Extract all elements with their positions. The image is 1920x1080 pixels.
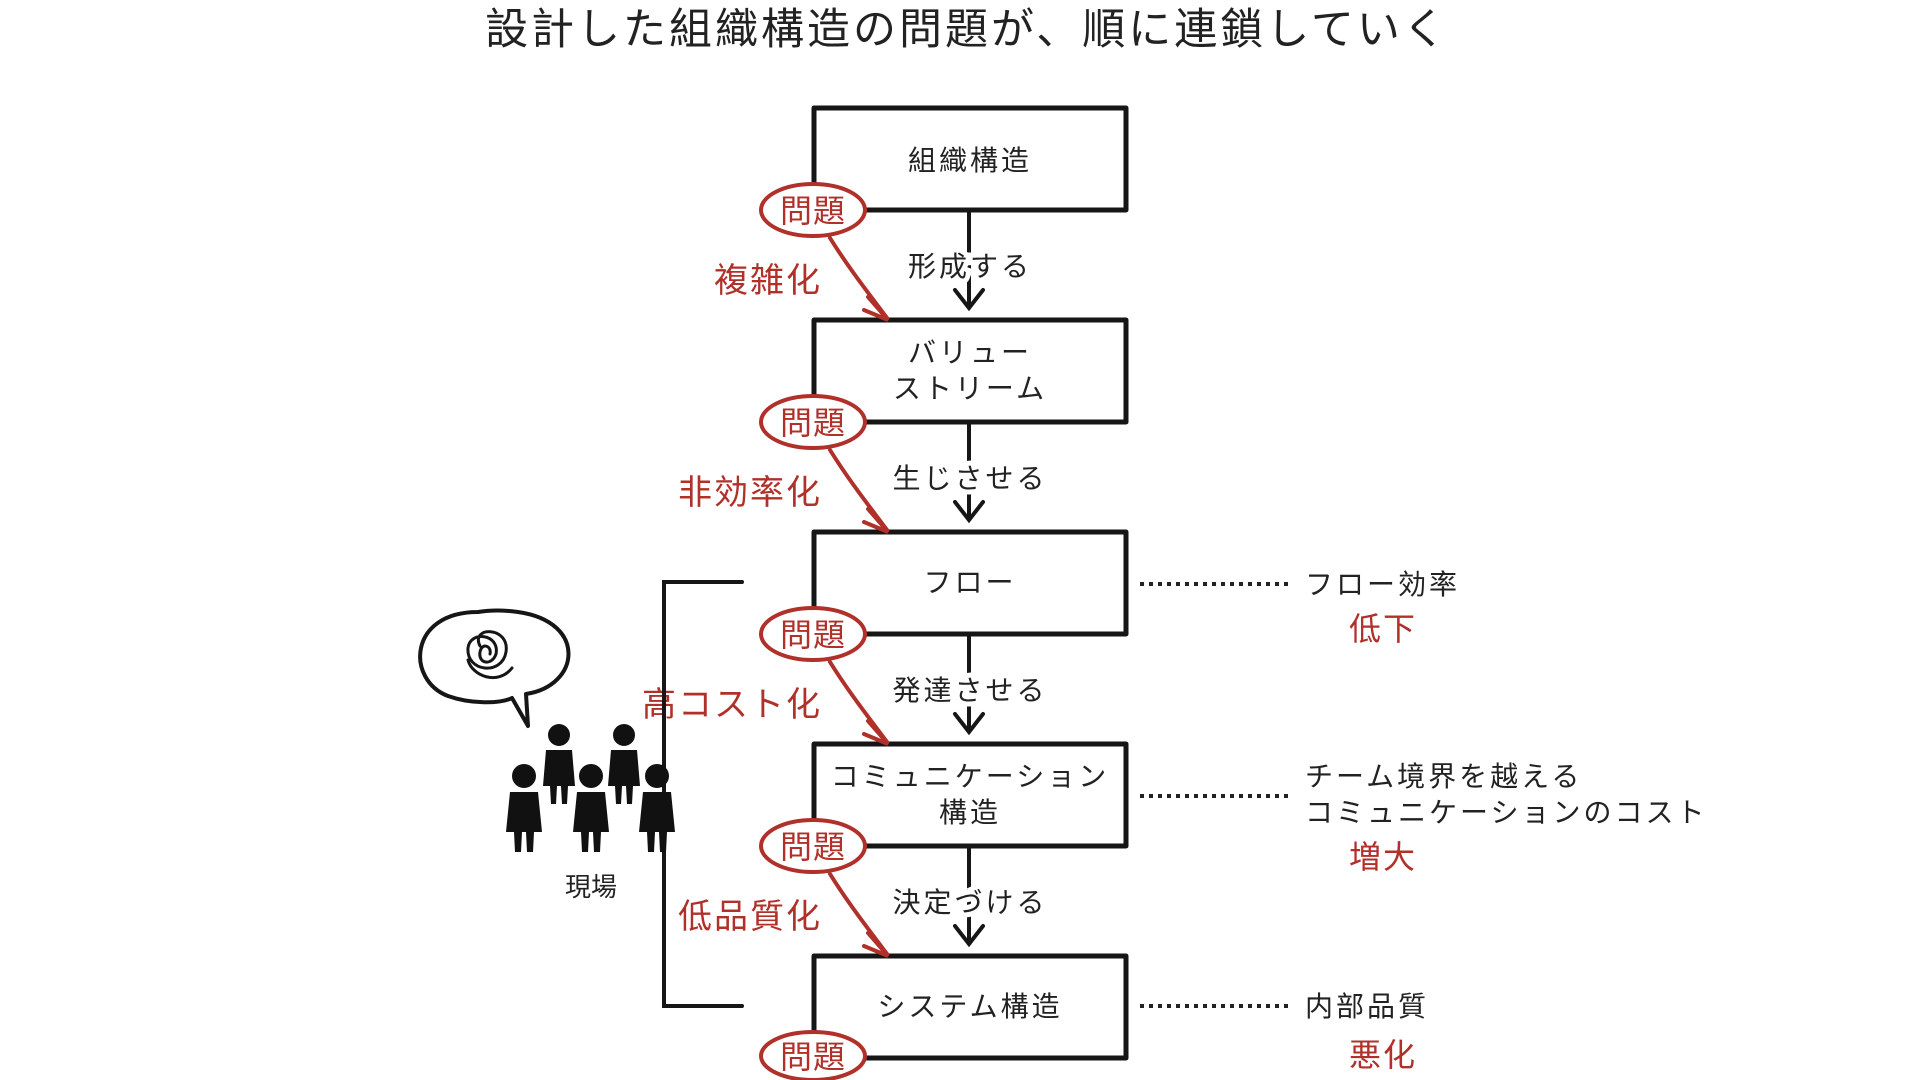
- box-label-line1: コミュニケーション: [831, 760, 1109, 793]
- box-label-line2: ストリーム: [893, 372, 1047, 405]
- problem-badge-1: 問題: [759, 182, 867, 238]
- effect-result: 増大: [1349, 838, 1417, 876]
- verb-label: 発達させる: [892, 674, 1047, 707]
- field-bracket: [662, 580, 744, 1008]
- confused-people-icon: [418, 608, 675, 852]
- effect-connectors: [1140, 582, 1292, 1008]
- effect-communication-cost: チーム境界を越える コミュニケーションのコスト 増大: [1305, 760, 1707, 876]
- box-system-structure: システム構造: [811, 953, 1129, 1061]
- issue-label: 複雑化: [714, 261, 822, 301]
- verb-label: 生じさせる: [892, 462, 1047, 495]
- issue-label: 非効率化: [678, 473, 822, 513]
- effect-label: フロー効率: [1305, 568, 1460, 601]
- box-label: 組織構造: [908, 144, 1032, 177]
- box-org-structure: 組織構造: [811, 105, 1129, 213]
- problem-badge-3: 問題: [759, 606, 867, 662]
- effect-label-line2: コミュニケーションのコスト: [1305, 796, 1707, 829]
- page-title: 設計した組織構造の問題が、順に連鎖していく: [485, 5, 1449, 55]
- box-label: システム構造: [877, 990, 1062, 1023]
- effect-flow-efficiency: フロー効率 低下: [1305, 568, 1460, 648]
- problem-badge-4: 問題: [759, 818, 867, 874]
- problem-badge-label: 問題: [780, 1038, 846, 1076]
- problem-badge-label: 問題: [780, 616, 846, 654]
- verb-label: 形成する: [908, 250, 1032, 283]
- verb-labels: 形成する 生じさせる 発達させる 決定づける: [887, 245, 1049, 924]
- problem-badge-5: 問題: [759, 1030, 867, 1080]
- effect-internal-quality: 内部品質 悪化: [1305, 990, 1429, 1074]
- effect-label-line1: チーム境界を越える: [1305, 760, 1582, 793]
- effect-result: 悪化: [1349, 1036, 1417, 1074]
- problem-badge-label: 問題: [780, 828, 846, 866]
- box-communication-structure: コミュニケーション 構造: [811, 741, 1129, 849]
- effect-result: 低下: [1349, 610, 1417, 648]
- box-label-line2: 構造: [939, 796, 1001, 829]
- problem-arrows: [828, 236, 890, 958]
- problem-badge-label: 問題: [780, 192, 846, 230]
- flow-arrows: [953, 210, 985, 948]
- issue-label: 高コスト化: [642, 685, 822, 725]
- box-label-line1: バリュー: [908, 336, 1032, 369]
- issue-label: 低品質化: [678, 897, 822, 937]
- verb-label: 決定づける: [892, 886, 1047, 919]
- box-label: フロー: [923, 566, 1016, 599]
- problem-badge-2: 問題: [759, 394, 867, 450]
- issue-labels: 複雑化 非効率化 高コスト化 低品質化: [642, 261, 822, 937]
- box-flow: フロー: [811, 529, 1129, 637]
- box-value-stream: バリュー ストリーム: [811, 317, 1129, 425]
- effect-label: 内部品質: [1305, 990, 1429, 1023]
- people-label: 現場: [565, 873, 617, 903]
- problem-badge-label: 問題: [780, 404, 846, 442]
